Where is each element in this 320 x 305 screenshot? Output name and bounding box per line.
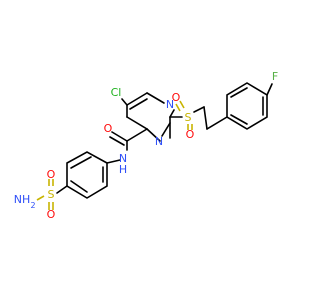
bond-c4-c5 <box>126 116 148 130</box>
atom-labels: Cl N N O N H S O O F S O O NH 2 <box>14 70 278 221</box>
benzene-ring-fluoro <box>226 82 268 130</box>
bond-s-o1b <box>179 100 185 109</box>
bond-ch2 <box>203 106 208 130</box>
bond-carbonyl-o <box>111 131 128 142</box>
amide-nitrogen-label: N <box>119 152 127 165</box>
bond-ch2-phenyl <box>206 116 228 130</box>
bond-n-phenyl <box>106 159 121 164</box>
bond-carbonyl-o2 <box>109 136 125 146</box>
amine-subscript-label: 2 <box>30 201 35 210</box>
bond-n3-c4 <box>146 128 161 142</box>
benzene-inner-1 <box>70 156 92 169</box>
structure-diagram: Cl N N O N H S O O F S O O NH 2 <box>14 70 278 221</box>
fluoro-inner-1 <box>230 87 248 98</box>
sulfonamide-oxygen-top-label: O <box>47 168 56 181</box>
bond-c5-cl <box>121 98 128 106</box>
bond-c4-carbonyl <box>126 128 148 142</box>
bond-c-f <box>266 83 273 96</box>
sulfonyl-oxygen-left-label: O <box>172 91 181 104</box>
bond-c5-c6 <box>126 92 148 106</box>
bond-benzene-s <box>56 185 68 194</box>
bonds <box>56 82 273 199</box>
chlorine-label: Cl <box>111 86 122 99</box>
bond-s-ch2a <box>193 106 205 113</box>
molecule-canvas: Cl N N O N H S O O F S O O NH 2 <box>14 70 278 221</box>
sulfonamide-sulfur-label: S <box>48 188 55 201</box>
fluoro-inner-3 <box>230 114 248 125</box>
bond-n1-c2 <box>169 109 175 118</box>
amide-hydrogen-label: H <box>119 163 127 176</box>
sulfonyl-oxygen-bottom-label: O <box>186 128 195 141</box>
bond-c5-c6-inner <box>129 98 148 110</box>
nitrogen-top-label: N <box>166 98 174 111</box>
sulfonyl-bonds <box>36 100 193 210</box>
bond-s-n <box>36 195 45 201</box>
bond-c2-n3-inner <box>161 122 171 137</box>
bond-c6-n1 <box>146 92 165 104</box>
benzene-inner-2 <box>70 180 88 193</box>
amine-nitrogen-label: NH <box>14 193 31 206</box>
fluorine-label: F <box>272 70 278 83</box>
oxygen-amide-label: O <box>104 122 113 135</box>
bond-s-o1 <box>175 103 181 112</box>
nitrogen-bottom-label: N <box>155 135 163 148</box>
sulfonyl-sulfur-label: S <box>185 111 192 124</box>
sulfonamide-oxygen-bottom-label: O <box>47 208 56 221</box>
